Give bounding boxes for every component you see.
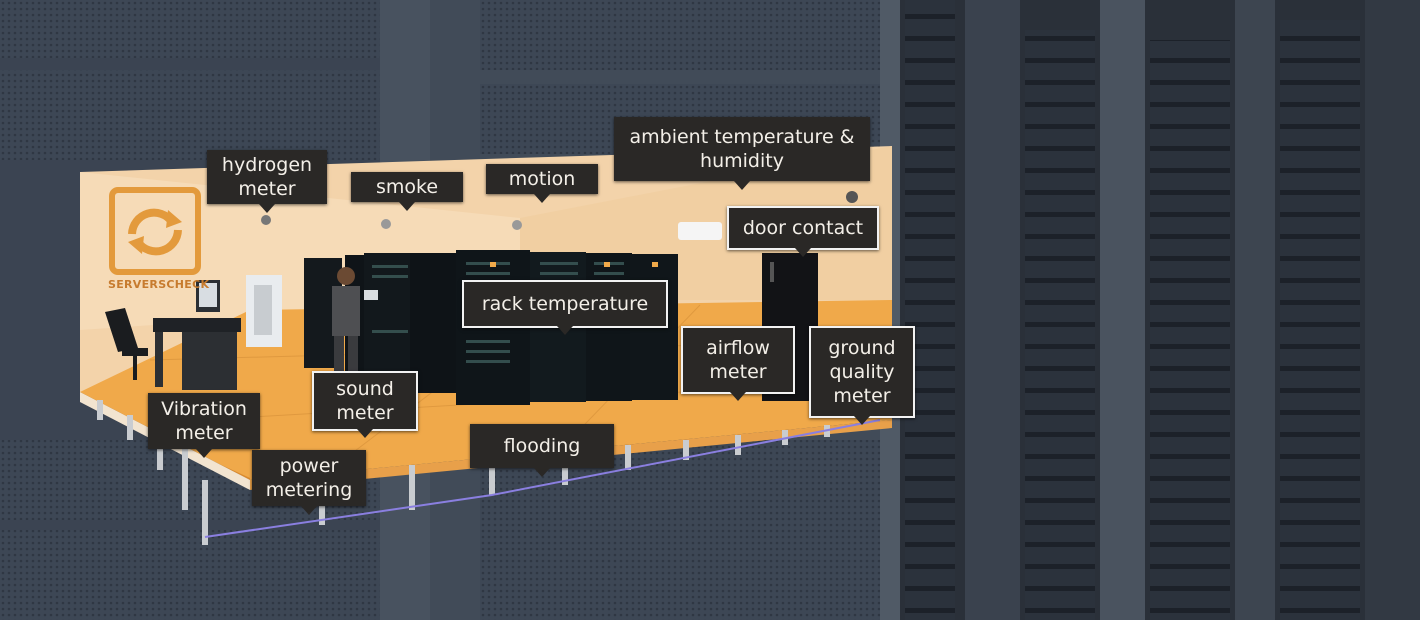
callout-line: door contact: [742, 217, 864, 239]
callout-line: Vibration: [161, 398, 247, 420]
callout-line: meter: [709, 361, 767, 383]
callout-line: meter: [175, 422, 233, 444]
power-metering-callout: power metering: [252, 450, 366, 515]
callout-line: flooding: [503, 435, 581, 457]
callout-line: sound: [336, 378, 394, 400]
vibration-meter-callout: Vibration meter: [148, 393, 260, 458]
ground-quality-meter-callout: ground quality meter: [809, 326, 915, 425]
callout-line: meter: [833, 385, 891, 407]
rack-temperature-callout: rack temperature: [462, 280, 668, 335]
brand-logo-text: SERVERSCHECK: [108, 278, 210, 291]
door-contact-callout: door contact: [727, 206, 879, 257]
callout-line: humidity: [700, 150, 784, 172]
smoke-callout: smoke: [351, 172, 463, 211]
motion-callout: motion: [486, 164, 598, 203]
callout-line: ground: [828, 337, 896, 359]
airflow-meter-callout: airflow meter: [681, 326, 795, 401]
hydrogen-meter-callout: hydrogen meter: [207, 150, 327, 213]
callout-line: power: [279, 455, 339, 477]
callout-line: ambient temperature &: [629, 126, 855, 148]
flooding-callout: flooding: [470, 424, 614, 477]
callout-line: meter: [238, 178, 296, 200]
callout-line: quality: [829, 361, 895, 383]
callout-line: hydrogen: [221, 154, 313, 176]
callout-line: rack temperature: [481, 293, 649, 315]
serverscheck-logo: [109, 187, 201, 275]
callout-line: meter: [336, 402, 394, 424]
callout-line: airflow: [706, 337, 770, 359]
ambient-temperature-humidity-callout: ambient temperature & humidity: [614, 117, 870, 190]
sound-meter-callout: sound meter: [312, 371, 418, 438]
callout-line: metering: [265, 479, 353, 501]
callout-line: motion: [508, 168, 576, 190]
callout-line: smoke: [375, 176, 439, 198]
